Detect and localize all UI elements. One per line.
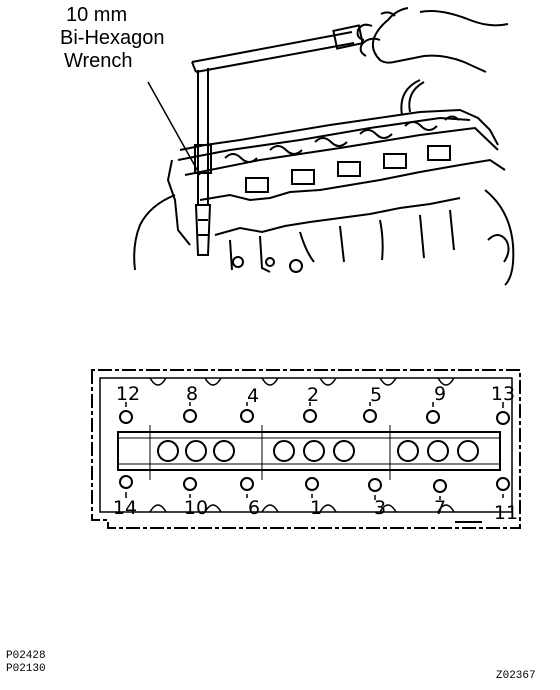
bolt-number: 2 [307,384,319,406]
bolt-number: 3 [374,497,386,519]
hand [356,7,509,73]
bolt-number: 1 [310,497,322,519]
wrench-label-line-3: Wrench [64,50,133,72]
bolt-number: 7 [434,497,446,519]
figure-code-right: Z02367 [496,670,536,682]
bolt-number: 8 [186,383,198,405]
bolt-number: 5 [370,384,382,406]
bolt-number: 9 [434,383,446,405]
bolt-number: 11 [494,502,518,524]
bolt-sequence-top-row: 12 8 4 2 5 9 13 [116,383,515,407]
bolt-number: 4 [247,385,259,407]
figure-code-left-1: P02428 [6,650,46,662]
bolt-number: 6 [248,497,260,519]
figure-code-left-2: P02130 [6,663,46,675]
bolt-number: 13 [491,383,515,405]
cylinder-head-plan [91,369,521,529]
engine-illustration [133,79,515,286]
bolt-number: 10 [184,497,208,519]
wrench-label-line-2: Bi-Hexagon [60,27,165,49]
bi-hexagon-wrench [191,24,364,256]
leader-line [147,81,201,176]
bolt-sequence-bottom-row: 14 10 6 1 3 7 11 [113,497,518,524]
bolt-number: 14 [113,497,137,519]
wrench-label-line-1: 10 mm [66,4,128,26]
bolt-number: 12 [116,383,140,405]
